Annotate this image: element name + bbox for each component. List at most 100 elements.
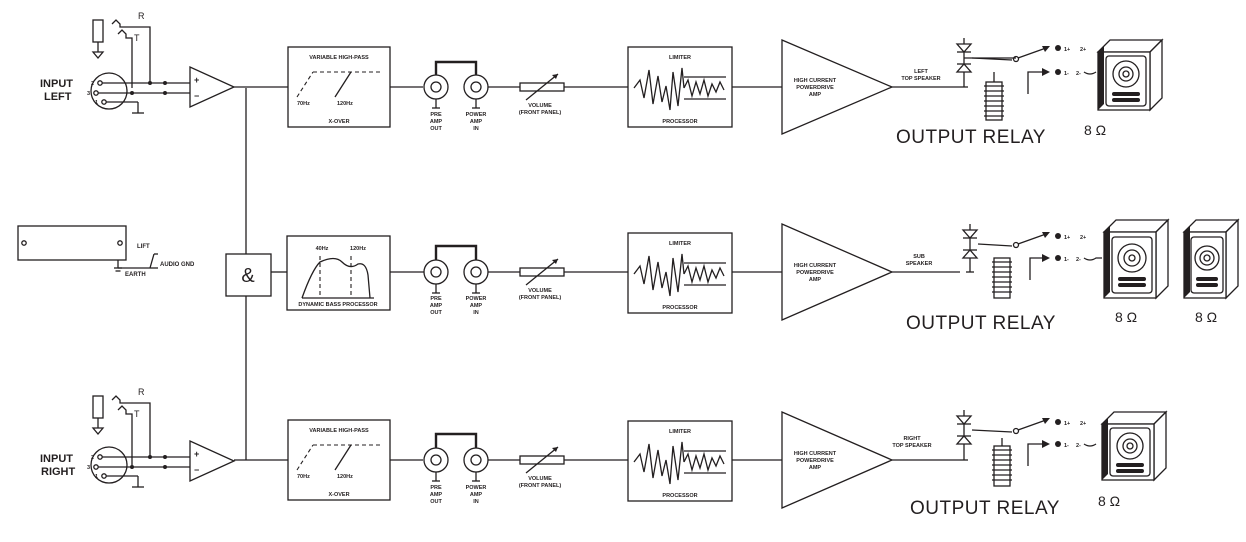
svg-text:PRE: PRE	[430, 296, 442, 302]
svg-text:HIGH CURRENT: HIGH CURRENT	[794, 451, 837, 457]
input-left-label-1: INPUT	[40, 78, 73, 90]
svg-text:SUB: SUB	[913, 254, 925, 260]
pre-amp-out-jack-right: PRE AMP OUT	[423, 447, 449, 505]
svg-text:OUT: OUT	[430, 126, 442, 132]
volume-control: VOLUME (FRONT PANEL)	[519, 73, 628, 116]
svg-text:+: +	[194, 75, 199, 85]
output-relay: 1+ 2+ 1- 2- OUTPUT RELAY 8 Ω	[896, 38, 1106, 148]
svg-text:AMP: AMP	[470, 119, 483, 125]
input-amplifier: + −	[189, 65, 288, 109]
sub-speaker-icon-2	[1182, 218, 1240, 300]
svg-text:70Hz: 70Hz	[297, 474, 310, 480]
jack-connector: R T	[91, 11, 151, 88]
svg-text:VOLUME: VOLUME	[528, 476, 552, 482]
svg-text:RIGHT: RIGHT	[903, 436, 921, 442]
high-pass-xover: VARIABLE HIGH-PASS 70Hz 120Hz X-OVER	[287, 46, 423, 128]
output-relay-sub-label: OUTPUT RELAY	[906, 313, 1056, 334]
svg-text:1+: 1+	[1064, 421, 1070, 427]
svg-text:2: 2	[91, 81, 94, 87]
svg-text:LEFT: LEFT	[914, 69, 928, 75]
output-relay-right: 1+ 2+ 1- 2- OUTPUT RELAY 8 Ω	[910, 410, 1120, 519]
svg-text:OUT: OUT	[430, 310, 442, 316]
svg-text:AMP: AMP	[809, 465, 822, 471]
svg-text:X-OVER: X-OVER	[328, 492, 349, 498]
svg-text:SPEAKER: SPEAKER	[906, 261, 933, 267]
svg-text:POWERDRIVE: POWERDRIVE	[796, 270, 834, 276]
chassis-panel	[17, 225, 127, 261]
svg-text:DYNAMIC BASS PROCESSOR: DYNAMIC BASS PROCESSOR	[298, 302, 377, 308]
input-right-label-2: RIGHT	[41, 466, 76, 478]
svg-text:HIGH CURRENT: HIGH CURRENT	[794, 263, 837, 269]
svg-text:PROCESSOR: PROCESSOR	[662, 493, 697, 499]
jumper-link-sub	[434, 244, 478, 260]
svg-text:POWER: POWER	[466, 485, 487, 491]
jack-r-label: R	[138, 11, 145, 21]
svg-text:T: T	[134, 409, 140, 419]
jumper-link	[434, 60, 478, 75]
svg-text:2-: 2-	[1076, 71, 1081, 77]
high-pass-xover-right: VARIABLE HIGH-PASS 70Hz 120Hz X-OVER	[287, 419, 423, 501]
input-right-label-1: INPUT	[40, 453, 73, 465]
powerdrive-amp: HIGH CURRENT POWERDRIVE AMP LEFT TOP SPE…	[781, 39, 960, 135]
svg-text:VOLUME: VOLUME	[528, 288, 552, 294]
svg-text:2+: 2+	[1080, 235, 1086, 241]
svg-text:AMP: AMP	[470, 492, 483, 498]
right-speaker-icon	[1100, 410, 1168, 482]
svg-text:AMP: AMP	[809, 277, 822, 283]
svg-text:PROCESSOR: PROCESSOR	[662, 305, 697, 311]
channel-right: INPUT RIGHT R T 2 3 1	[40, 387, 1168, 519]
svg-text:VARIABLE HIGH-PASS: VARIABLE HIGH-PASS	[309, 428, 369, 434]
volume-control-right: VOLUME (FRONT PANEL)	[519, 446, 628, 489]
jack-t-label: T	[134, 33, 140, 43]
svg-text:120Hz: 120Hz	[350, 246, 366, 252]
power-amp-in-jack-right: POWER AMP IN	[463, 447, 489, 505]
svg-text:PROCESSOR: PROCESSOR	[662, 119, 697, 125]
svg-text:POWER: POWER	[466, 112, 487, 118]
svg-text:120Hz: 120Hz	[337, 474, 353, 480]
svg-text:8 Ω: 8 Ω	[1195, 309, 1217, 325]
svg-text:1+: 1+	[1064, 47, 1070, 53]
svg-text:POWER: POWER	[466, 296, 487, 302]
svg-text:1-: 1-	[1064, 443, 1069, 449]
svg-text:2: 2	[91, 455, 94, 461]
svg-text:VOLUME: VOLUME	[528, 103, 552, 109]
output-relay-right-label: OUTPUT RELAY	[910, 498, 1060, 519]
svg-text:1: 1	[95, 100, 98, 106]
svg-text:LIMITER: LIMITER	[669, 241, 691, 247]
pre-amp-out-jack-sub: PRE AMP OUT	[423, 259, 449, 316]
svg-text:(FRONT PANEL): (FRONT PANEL)	[519, 483, 562, 489]
channel-sub: 40Hz 120Hz DYNAMIC BASS PROCESSOR PRE AM…	[286, 218, 1240, 334]
svg-text:8 Ω: 8 Ω	[1084, 122, 1106, 138]
svg-text:R: R	[138, 387, 145, 397]
svg-text:PRE: PRE	[430, 112, 442, 118]
left-speaker-icon	[1096, 38, 1164, 112]
svg-text:HIGH CURRENT: HIGH CURRENT	[794, 78, 837, 84]
svg-text:−: −	[194, 465, 199, 475]
svg-text:8 Ω: 8 Ω	[1098, 493, 1120, 509]
svg-text:+: +	[194, 449, 199, 459]
xlr-connector: 2 3 1	[87, 72, 196, 114]
svg-text:AMP: AMP	[470, 303, 483, 309]
svg-text:LIMITER: LIMITER	[669, 429, 691, 435]
svg-text:2+: 2+	[1080, 421, 1086, 427]
svg-text:1-: 1-	[1064, 71, 1069, 77]
svg-text:X-OVER: X-OVER	[328, 119, 349, 125]
earth-label: EARTH	[125, 272, 146, 278]
summing-symbol: &	[241, 265, 255, 287]
svg-text:2+: 2+	[1080, 47, 1086, 53]
svg-text:70Hz: 70Hz	[297, 101, 310, 107]
svg-text:TOP SPEAKER: TOP SPEAKER	[901, 76, 940, 82]
svg-text:3: 3	[87, 91, 90, 97]
dynamic-bass-processor: 40Hz 120Hz DYNAMIC BASS PROCESSOR	[286, 235, 424, 311]
jack-connector-right: R T	[91, 387, 151, 465]
svg-text:1-: 1-	[1064, 257, 1069, 263]
svg-text:2-: 2-	[1076, 257, 1081, 263]
ground-lift-section: LIFT AUDIO GND EARTH	[17, 225, 195, 278]
output-relay-left-label: OUTPUT RELAY	[896, 127, 1046, 148]
input-amplifier-right: + −	[189, 439, 288, 483]
volume-control-sub: VOLUME (FRONT PANEL)	[519, 258, 628, 301]
svg-text:AMP: AMP	[430, 119, 443, 125]
sub-speaker-icon-1	[1102, 218, 1170, 300]
svg-text:IN: IN	[473, 310, 479, 316]
